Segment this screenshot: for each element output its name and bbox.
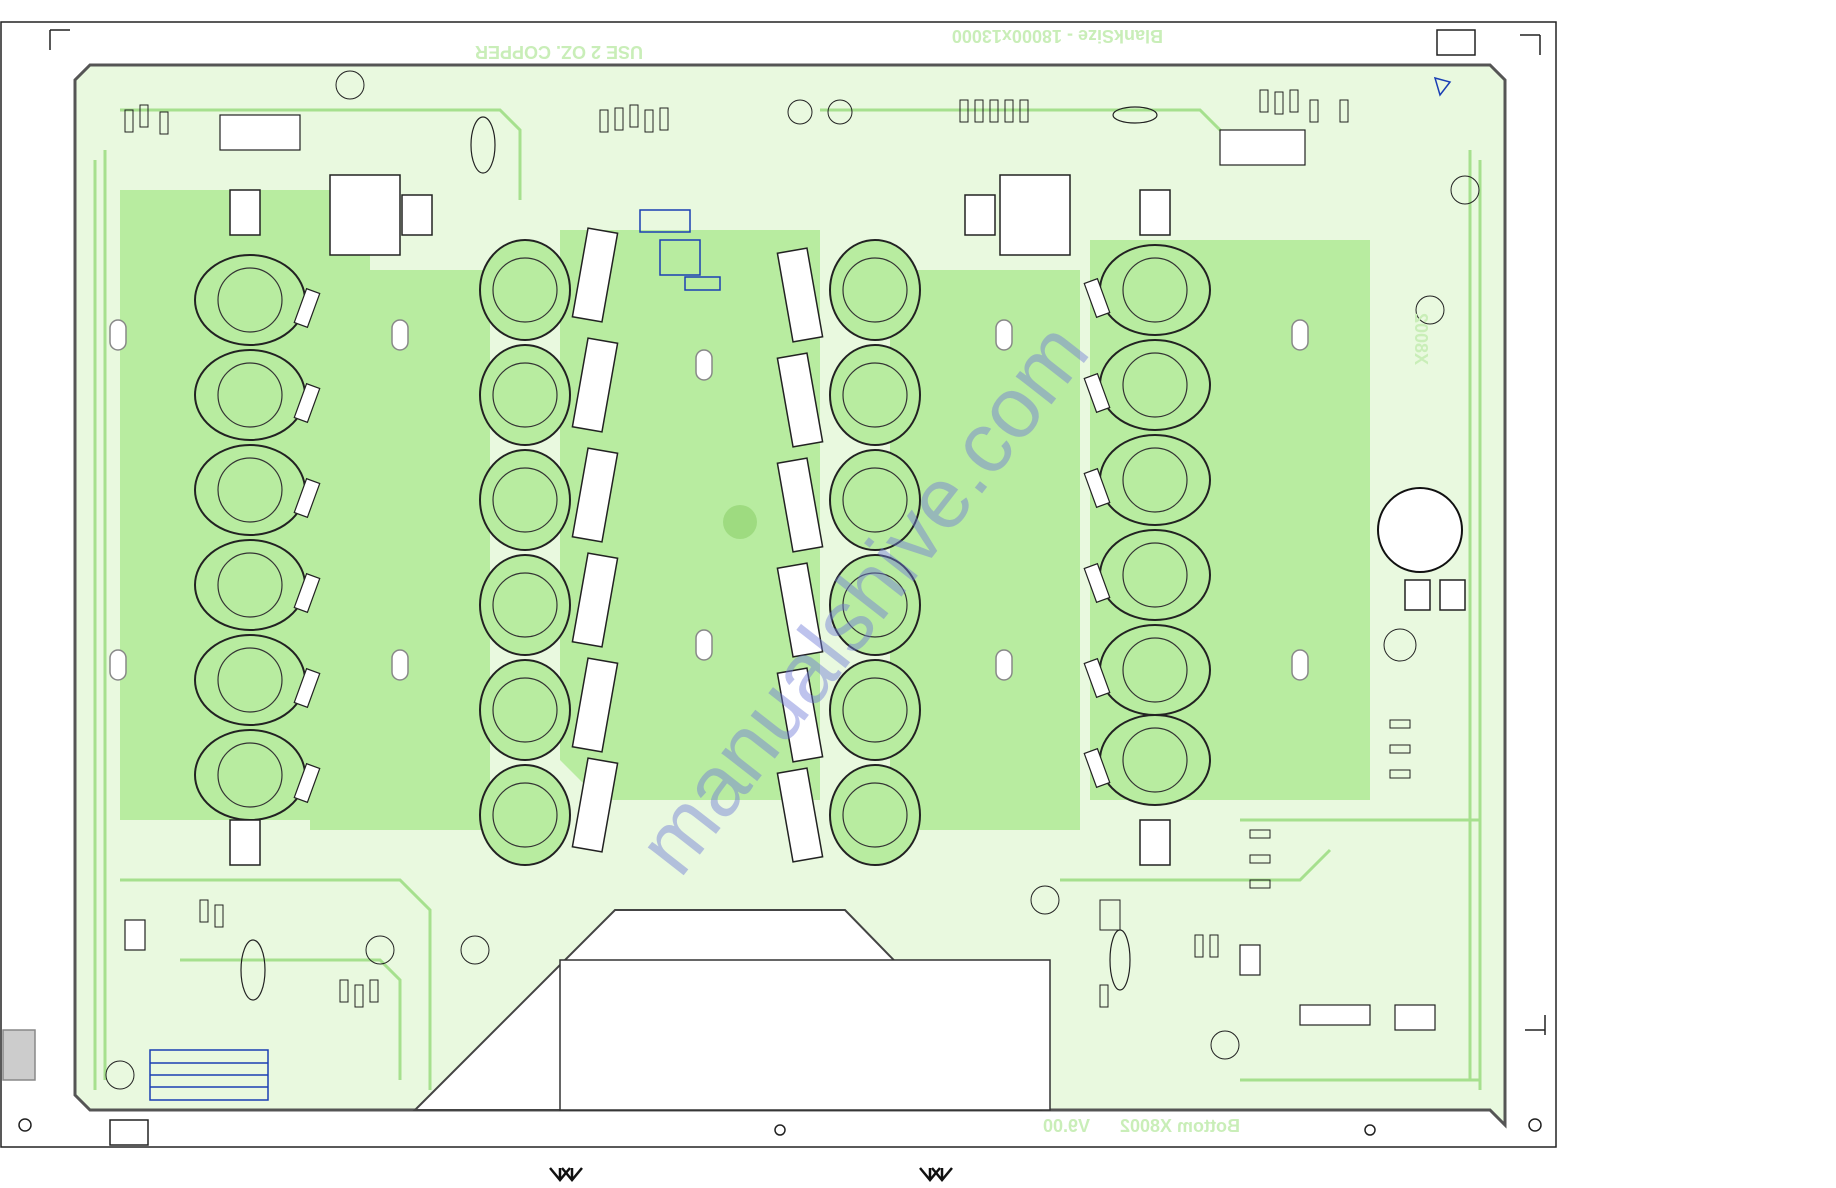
transistor-inner-rings: [217, 257, 1188, 848]
small-components: [105, 70, 1480, 1090]
layer-label: Bottom X8002: [1120, 1116, 1240, 1136]
copper-note: USE 2 OZ. COPPER: [475, 42, 643, 62]
to220-devices: [229, 174, 1466, 866]
transistor-column-center-left: [479, 239, 571, 866]
center-pad: [723, 505, 757, 539]
electrolytic-capacitor: [1377, 487, 1463, 573]
corner-marks: [2, 29, 1546, 1146]
double-chevron-down-icon: [919, 1167, 953, 1182]
ic-blocks: [124, 114, 1436, 1031]
blue-markers: [149, 76, 1452, 1101]
blank-size: BlankSize - 18000x13000: [952, 26, 1163, 46]
double-chevron-down-icon: [549, 1167, 583, 1182]
emitter-resistors: [571, 227, 824, 863]
version-label: V9.00: [1043, 1116, 1090, 1136]
side-label: X8002: [1411, 313, 1431, 365]
mounting-slots: [109, 319, 1309, 681]
transistor-column-left: [194, 254, 306, 821]
transistor-column-center-right: [829, 239, 921, 866]
transistor-column-right: [1099, 244, 1211, 806]
traces: [93, 108, 1482, 1090]
oval-parts: [240, 106, 1158, 1001]
diodes: [293, 277, 1111, 804]
cutout-window: [559, 959, 1051, 1111]
